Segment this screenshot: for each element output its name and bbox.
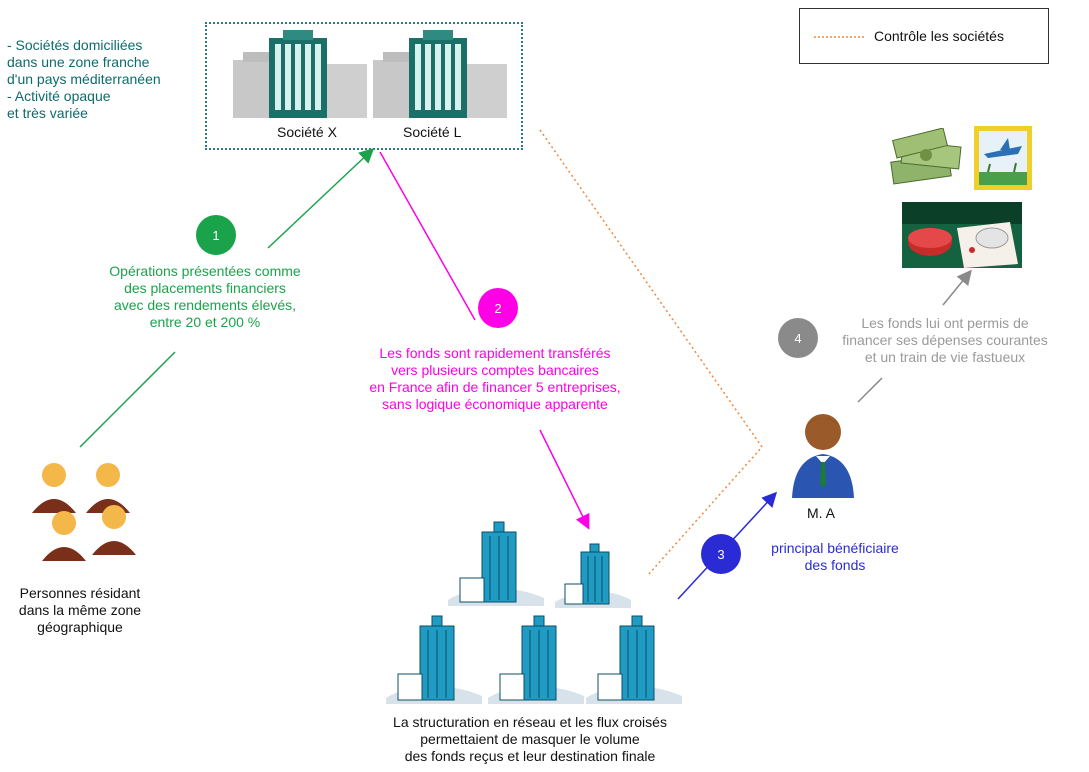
companies-description-line: - Activité opaque — [7, 88, 111, 104]
companies-description-line: et très variée — [7, 105, 88, 121]
step-4-text-line: et un train de vie fastueux — [864, 349, 1026, 365]
beneficiary-person-icon — [792, 414, 854, 498]
grey-arrow-segment — [857, 377, 883, 403]
magenta-arrow — [539, 429, 590, 530]
beneficiary-label: M. A — [807, 505, 836, 521]
step-4-text: Les fonds lui ont permis de financer ses… — [820, 315, 1070, 366]
skyscraper-icon — [386, 615, 482, 704]
network-caption-line: La structuration en réseau et les flux c… — [393, 714, 667, 730]
companies-description: - Sociétés domiciliées dans une zone fra… — [7, 37, 161, 122]
step-1-text-line: entre 20 et 200 % — [149, 314, 261, 330]
investors-label-line: dans la même zone — [18, 602, 142, 618]
step-2-text-line: Les fonds sont rapidement transférés — [379, 345, 611, 361]
green-arrow-segment — [79, 351, 176, 448]
building-icon — [233, 30, 367, 118]
step-2-circle: 2 — [478, 288, 518, 328]
network-caption-line: des fonds reçus et leur destination fina… — [404, 748, 656, 764]
skyscraper-icon — [586, 615, 682, 704]
travel-stamp-icon — [974, 126, 1032, 190]
step-2-text-line: en France afin de financer 5 entreprises… — [369, 379, 621, 395]
skyscraper-icon — [448, 521, 544, 606]
legend-label: Contrôle les sociétés — [874, 28, 1004, 44]
companies-description-line: d'un pays méditerranéen — [7, 71, 161, 87]
magenta-arrow-segment — [379, 151, 476, 321]
investors-label-line: géographique — [37, 619, 123, 635]
legend-box: Contrôle les sociétés — [799, 8, 1049, 64]
step-1-text-line: Opérations présentées comme — [109, 263, 301, 279]
step-4-text-line: Les fonds lui ont permis de — [861, 315, 1029, 331]
grey-arrow — [942, 269, 972, 306]
investors-label-line: Personnes résidant — [19, 585, 141, 601]
step-2-text: Les fonds sont rapidement transférés ver… — [335, 345, 655, 413]
step-4-text-line: financer ses dépenses courantes — [842, 332, 1048, 348]
step-1-text: Opérations présentées comme des placemen… — [55, 263, 355, 331]
money-icon — [890, 128, 962, 185]
legend-dotted-line — [814, 36, 866, 38]
step-3-text-line: des fonds — [804, 557, 866, 573]
step-1-circle: 1 — [196, 215, 236, 255]
step-4-circle: 4 — [778, 318, 818, 358]
company-x-label: Société X — [277, 124, 337, 140]
green-arrow — [267, 147, 375, 249]
step-1-text-line: des placements financiers — [124, 280, 286, 296]
investors-group-icon — [32, 463, 136, 561]
step-3-text-line: principal bénéficiaire — [771, 540, 899, 556]
step-3-text: principal bénéficiaire des fonds — [745, 540, 925, 574]
companies-description-line: - Sociétés domiciliées — [7, 37, 143, 53]
step-2-text-line: vers plusieurs comptes bancaires — [391, 362, 599, 378]
control-dotted-line — [539, 129, 763, 576]
step-3-circle: 3 — [701, 534, 741, 574]
casino-icon — [902, 202, 1022, 268]
step-2-text-line: sans logique économique apparente — [382, 396, 608, 412]
skyscraper-icon — [555, 543, 631, 608]
step-1-text-line: avec des rendements élevés, — [113, 297, 297, 313]
network-caption: La structuration en réseau et les flux c… — [330, 714, 730, 765]
company-l-label: Société L — [403, 124, 462, 140]
investors-label: Personnes résidant dans la même zone géo… — [5, 585, 155, 636]
network-caption-line: permettaient de masquer le volume — [420, 731, 640, 747]
companies-description-line: dans une zone franche — [7, 54, 150, 70]
skyscraper-icon — [488, 615, 584, 704]
building-icon — [373, 30, 507, 118]
